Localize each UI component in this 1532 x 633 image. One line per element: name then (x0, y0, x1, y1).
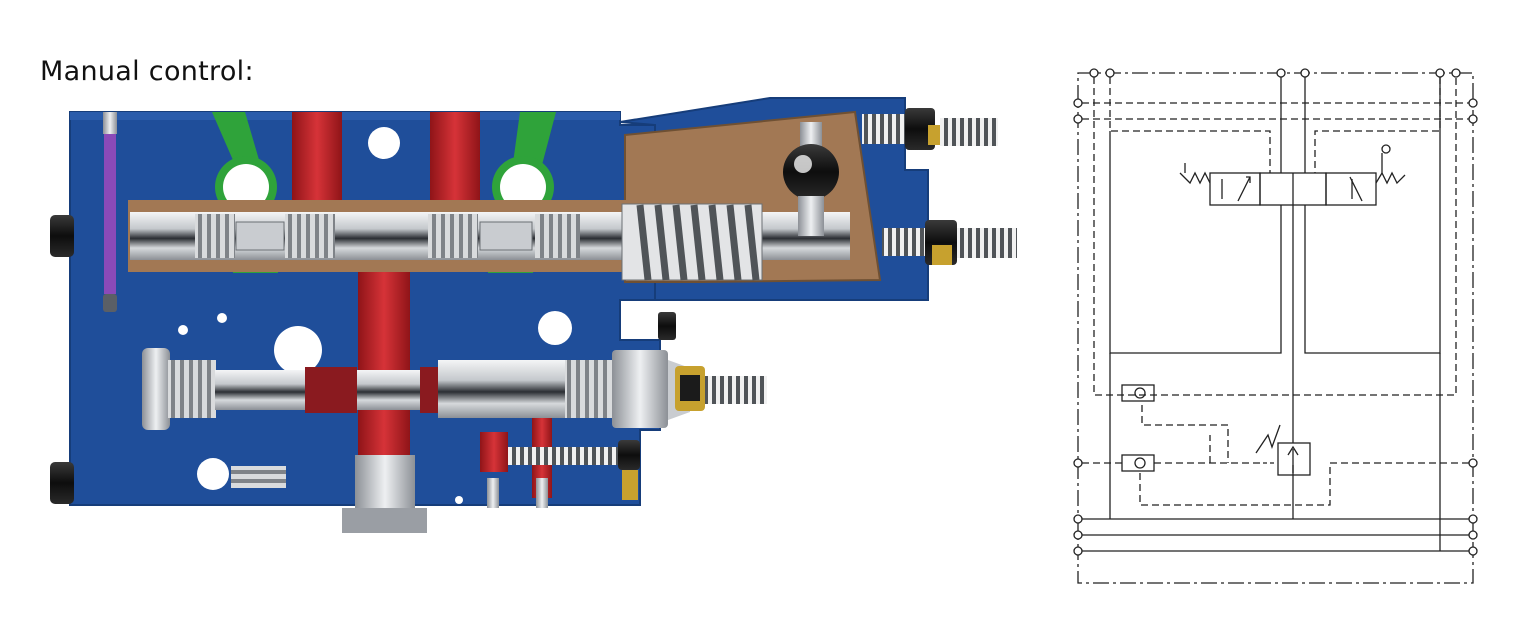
directional-valve (1179, 144, 1406, 206)
outlet-fitting (231, 455, 427, 533)
indicator-rod (103, 112, 117, 312)
main-spool (130, 203, 850, 281)
pilot-valves (487, 447, 618, 508)
end-caps-left (50, 215, 74, 504)
pilot-lines (1082, 77, 1469, 506)
relief-valve (1255, 424, 1311, 476)
side-ports (1073, 98, 1478, 556)
port-holes (178, 127, 572, 504)
schematic-boundary (1077, 72, 1474, 584)
page-title: Manual control: (40, 56, 254, 87)
hose-fittings-right (618, 108, 1017, 500)
valve-cutaway-render (50, 97, 1017, 533)
main-lines (1082, 77, 1469, 552)
control-knob (783, 122, 839, 236)
check-valves (1121, 384, 1155, 472)
hydraulic-schematic (1073, 68, 1478, 584)
